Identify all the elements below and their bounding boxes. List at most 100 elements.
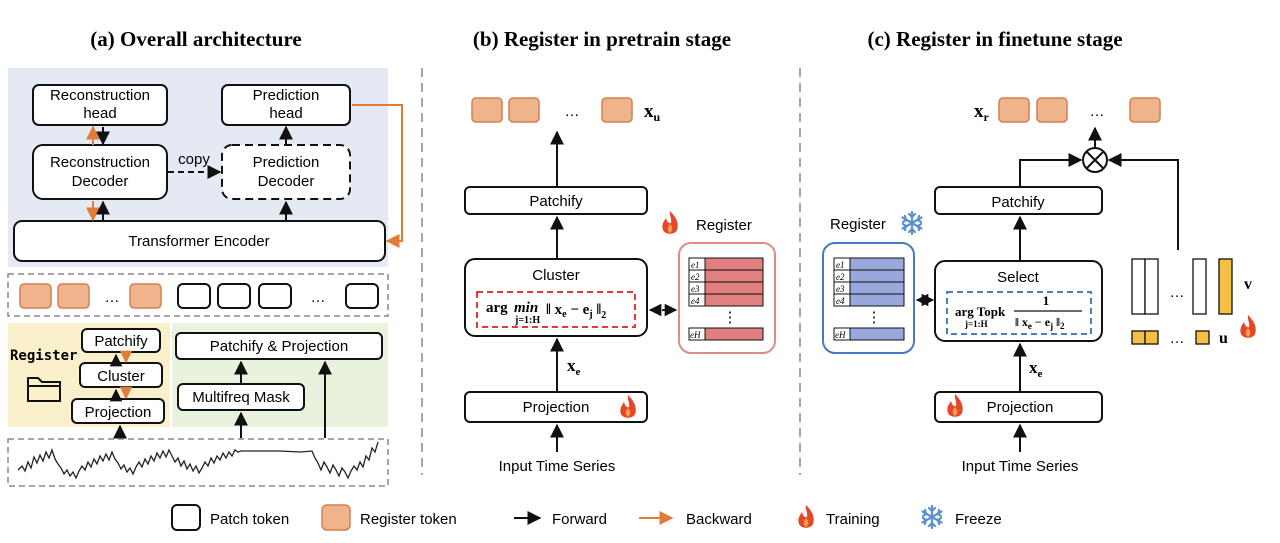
register-token [57,283,90,309]
patchify-box-c [934,186,1103,215]
select-label: Select [997,269,1040,286]
legend-backward-label: Backward [686,511,752,528]
backward-arrow-pred-to-encoder [352,104,403,248]
register-token [129,283,162,309]
register-token [601,97,633,123]
projection-label-c: Projection [987,399,1054,416]
patchify-box-b [464,186,648,215]
patch-token [177,283,211,309]
u-vectors: … [1131,330,1210,347]
panel-c: (c) Register in finetune stage xr … Patc… [822,27,1256,475]
argmin-formula-box [476,291,636,328]
svg-text:e3: e3 [836,284,845,294]
panel-a: (a) Overall architecture Reconstruction … [7,27,403,487]
register-token [19,283,52,309]
patch-ellipsis: … [311,289,326,306]
panel-c-title: (c) Register in finetune stage [867,27,1122,51]
time-series-frame [7,438,389,487]
svg-text:e2: e2 [691,272,700,282]
svg-text:e1: e1 [836,260,845,270]
cluster-label-a: Cluster [97,368,145,385]
reconstruction-decoder-label-2: Decoder [72,173,129,190]
svg-text:…: … [1170,330,1185,347]
patchify-projection-label: Patchify & Projection [210,338,348,355]
prediction-head-box [221,84,351,126]
svg-text:arg: arg [486,300,508,316]
register-token [508,97,540,123]
xr-label: xr [974,101,990,124]
xe-label-c: xe [1029,358,1043,380]
forward-arrow-c [1107,153,1179,250]
time-series-line [17,441,379,480]
patchify-projection-box [175,332,383,360]
v-label: v [1244,276,1252,293]
svg-text:eH: eH [835,330,846,340]
select-box [934,260,1103,342]
patchify-label-a: Patchify [94,333,148,350]
svg-text:min: min [514,300,538,316]
token-ellipsis: … [105,289,120,306]
copy-label: copy [178,151,210,168]
token-ellipsis-c: … [1090,103,1105,120]
legend-training-label: Training [826,511,880,528]
register-token [998,97,1030,123]
patchify-label-c: Patchify [991,194,1045,211]
register-token [1036,97,1068,123]
multiply-node [1082,147,1108,173]
legend-freeze-label: Freeze [955,511,1002,528]
prediction-head-label-2: head [269,105,302,122]
xe-label-b: xe [567,356,581,378]
topk-formula-box [946,291,1092,335]
svg-text:‖ xe − ej ‖2: ‖ xe − ej ‖2 [546,302,606,321]
multifreq-mask-label: Multifreq Mask [192,389,290,406]
legend-training-icon [798,505,814,528]
panel-a-title: (a) Overall architecture [90,27,301,51]
register-token [1129,97,1161,123]
panel-b: (b) Register in pretrain stage … xu Patc… [464,27,776,475]
folder-icon [27,377,61,402]
training-icon [662,211,678,234]
token-ellipsis-b: … [565,103,580,120]
reconstruction-decoder-label-1: Reconstruction [50,154,150,171]
projection-label-a: Projection [85,404,152,421]
svg-text:e3: e3 [691,284,700,294]
svg-text:j=1:H: j=1:H [964,319,988,329]
legend-patch-swatch [171,504,201,531]
patch-token [217,283,251,309]
patch-token [258,283,292,309]
svg-text:‖ xe − ej ‖2: ‖ xe − ej ‖2 [1015,315,1065,331]
legend-freeze-icon [921,504,943,530]
cluster-label-b: Cluster [532,267,580,284]
reconstruction-head-label-2: head [83,105,116,122]
projection-box-c [934,391,1103,423]
register-label-a: Register [10,348,77,364]
svg-text:e1: e1 [691,260,700,270]
reconstruction-head-label-1: Reconstruction [50,87,150,104]
prediction-head-label-1: Prediction [253,87,320,104]
u-label: u [1219,330,1228,347]
v-vectors: … [1131,258,1233,315]
projection-box-b [464,391,648,423]
register-label-c: Register [830,216,886,233]
token-row-frame [7,273,389,317]
svg-text:e2: e2 [836,272,845,282]
legend-forward-label: Forward [552,511,607,528]
transformer-encoder-box [13,220,386,262]
svg-text:⋮: ⋮ [723,309,738,326]
patchify-label-b: Patchify [529,193,583,210]
legend: Patch token Register token Forward Backw… [171,504,1002,531]
svg-text:e4: e4 [691,296,700,306]
svg-text:1: 1 [1043,293,1050,308]
projection-label-b: Projection [523,399,590,416]
svg-text:arg Topk: arg Topk [955,304,1006,319]
panel-b-title: (b) Register in pretrain stage [473,27,731,51]
svg-text:e4: e4 [836,296,845,306]
xu-label: xu [644,101,661,124]
svg-text:⋮: ⋮ [867,309,882,326]
prediction-decoder-label-1: Prediction [253,154,320,171]
svg-text:eH: eH [690,330,701,340]
training-icon [1240,315,1256,338]
register-label-b: Register [696,217,752,234]
input-label-c: Input Time Series [962,458,1079,475]
